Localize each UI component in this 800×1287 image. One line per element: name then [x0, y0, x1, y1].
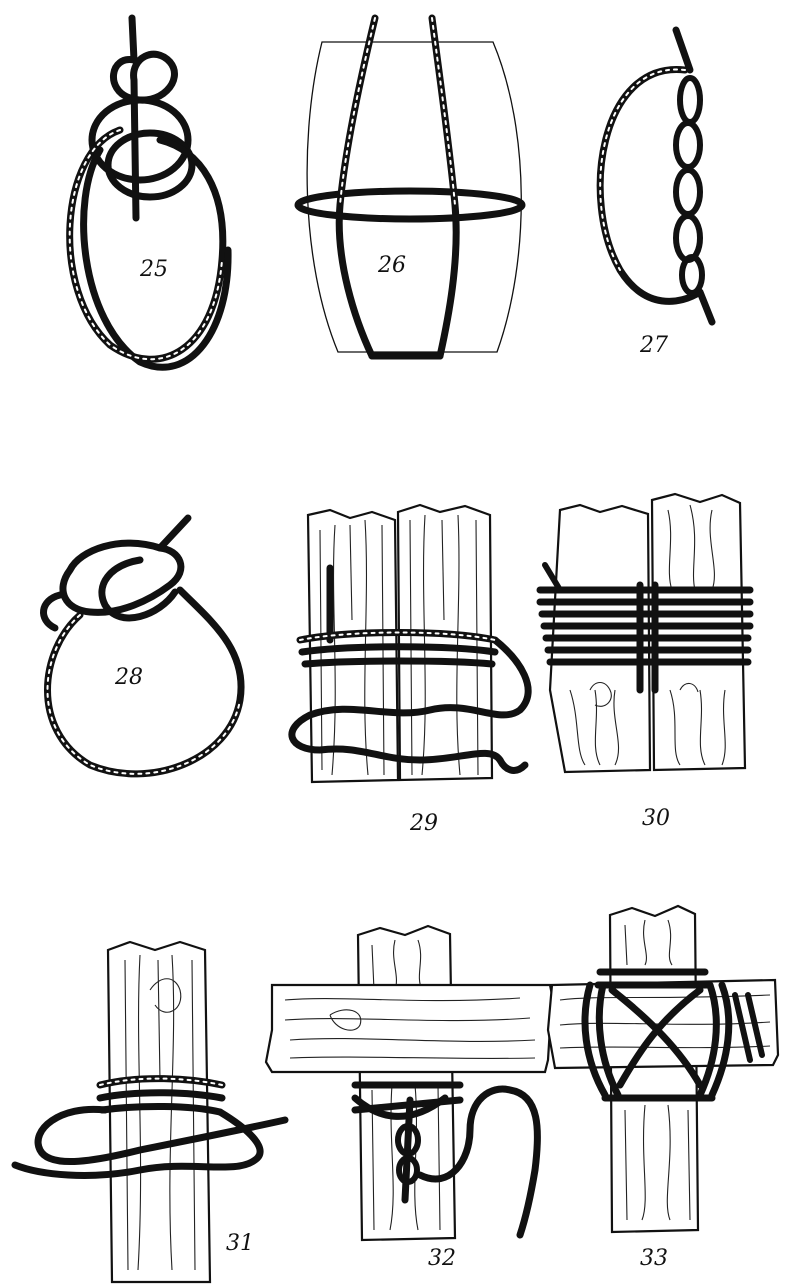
figure-number-32: 32 — [428, 1246, 456, 1271]
figure-number-25: 25 — [139, 257, 168, 282]
figure-number-26: 26 — [377, 253, 406, 278]
figure-number-30: 30 — [642, 806, 670, 831]
figure-number-31: 31 — [226, 1231, 254, 1256]
upright-pole — [610, 906, 698, 1232]
figure-31: 31 — [15, 942, 285, 1282]
rope-figure-27 — [600, 30, 712, 322]
rope-figure-28 — [44, 518, 242, 774]
figure-27: 27 — [600, 30, 712, 358]
poles-figure-30 — [550, 494, 745, 772]
figure-29: 29 — [292, 505, 528, 836]
figure-number-27: 27 — [639, 333, 668, 358]
rope-figure-25 — [70, 18, 228, 367]
figure-33: 33 — [548, 906, 778, 1271]
figure-28: 28 — [44, 518, 242, 774]
pole-right — [652, 494, 745, 770]
figure-26: 26 — [298, 18, 522, 356]
cross-beam — [266, 985, 552, 1072]
figure-number-28: 28 — [114, 665, 143, 690]
rope-figure-26 — [298, 18, 522, 356]
figure-number-29: 29 — [409, 811, 438, 836]
figure-number-33: 33 — [640, 1246, 668, 1271]
figure-32: 32 — [266, 926, 552, 1271]
figure-30: 30 — [540, 494, 750, 831]
figure-25: 25 — [70, 18, 228, 367]
